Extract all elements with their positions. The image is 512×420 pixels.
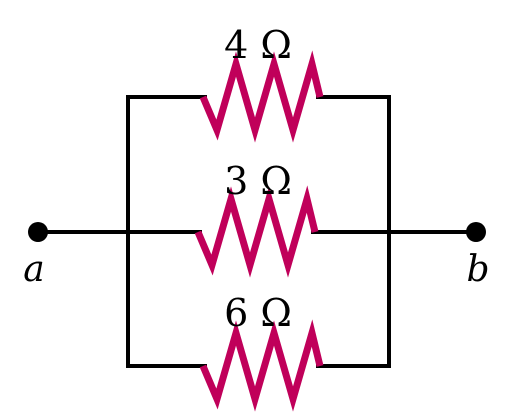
resistor-4-ohm: [199, 50, 324, 143]
terminal-a-label: a: [23, 249, 44, 290]
resistor-6-ohm: [199, 319, 324, 412]
resistor-label-3-ohm: 3 Ω: [224, 159, 292, 203]
terminal-b-dot: [466, 222, 486, 242]
resistor-3-ohm: [194, 185, 319, 278]
resistor-label-6-ohm: 6 Ω: [224, 291, 292, 335]
terminal-a-dot: [28, 222, 48, 242]
resistor-label-4-ohm: 4 Ω: [224, 23, 292, 67]
wires: [36, 95, 478, 368]
terminal-b-label: b: [466, 249, 489, 290]
